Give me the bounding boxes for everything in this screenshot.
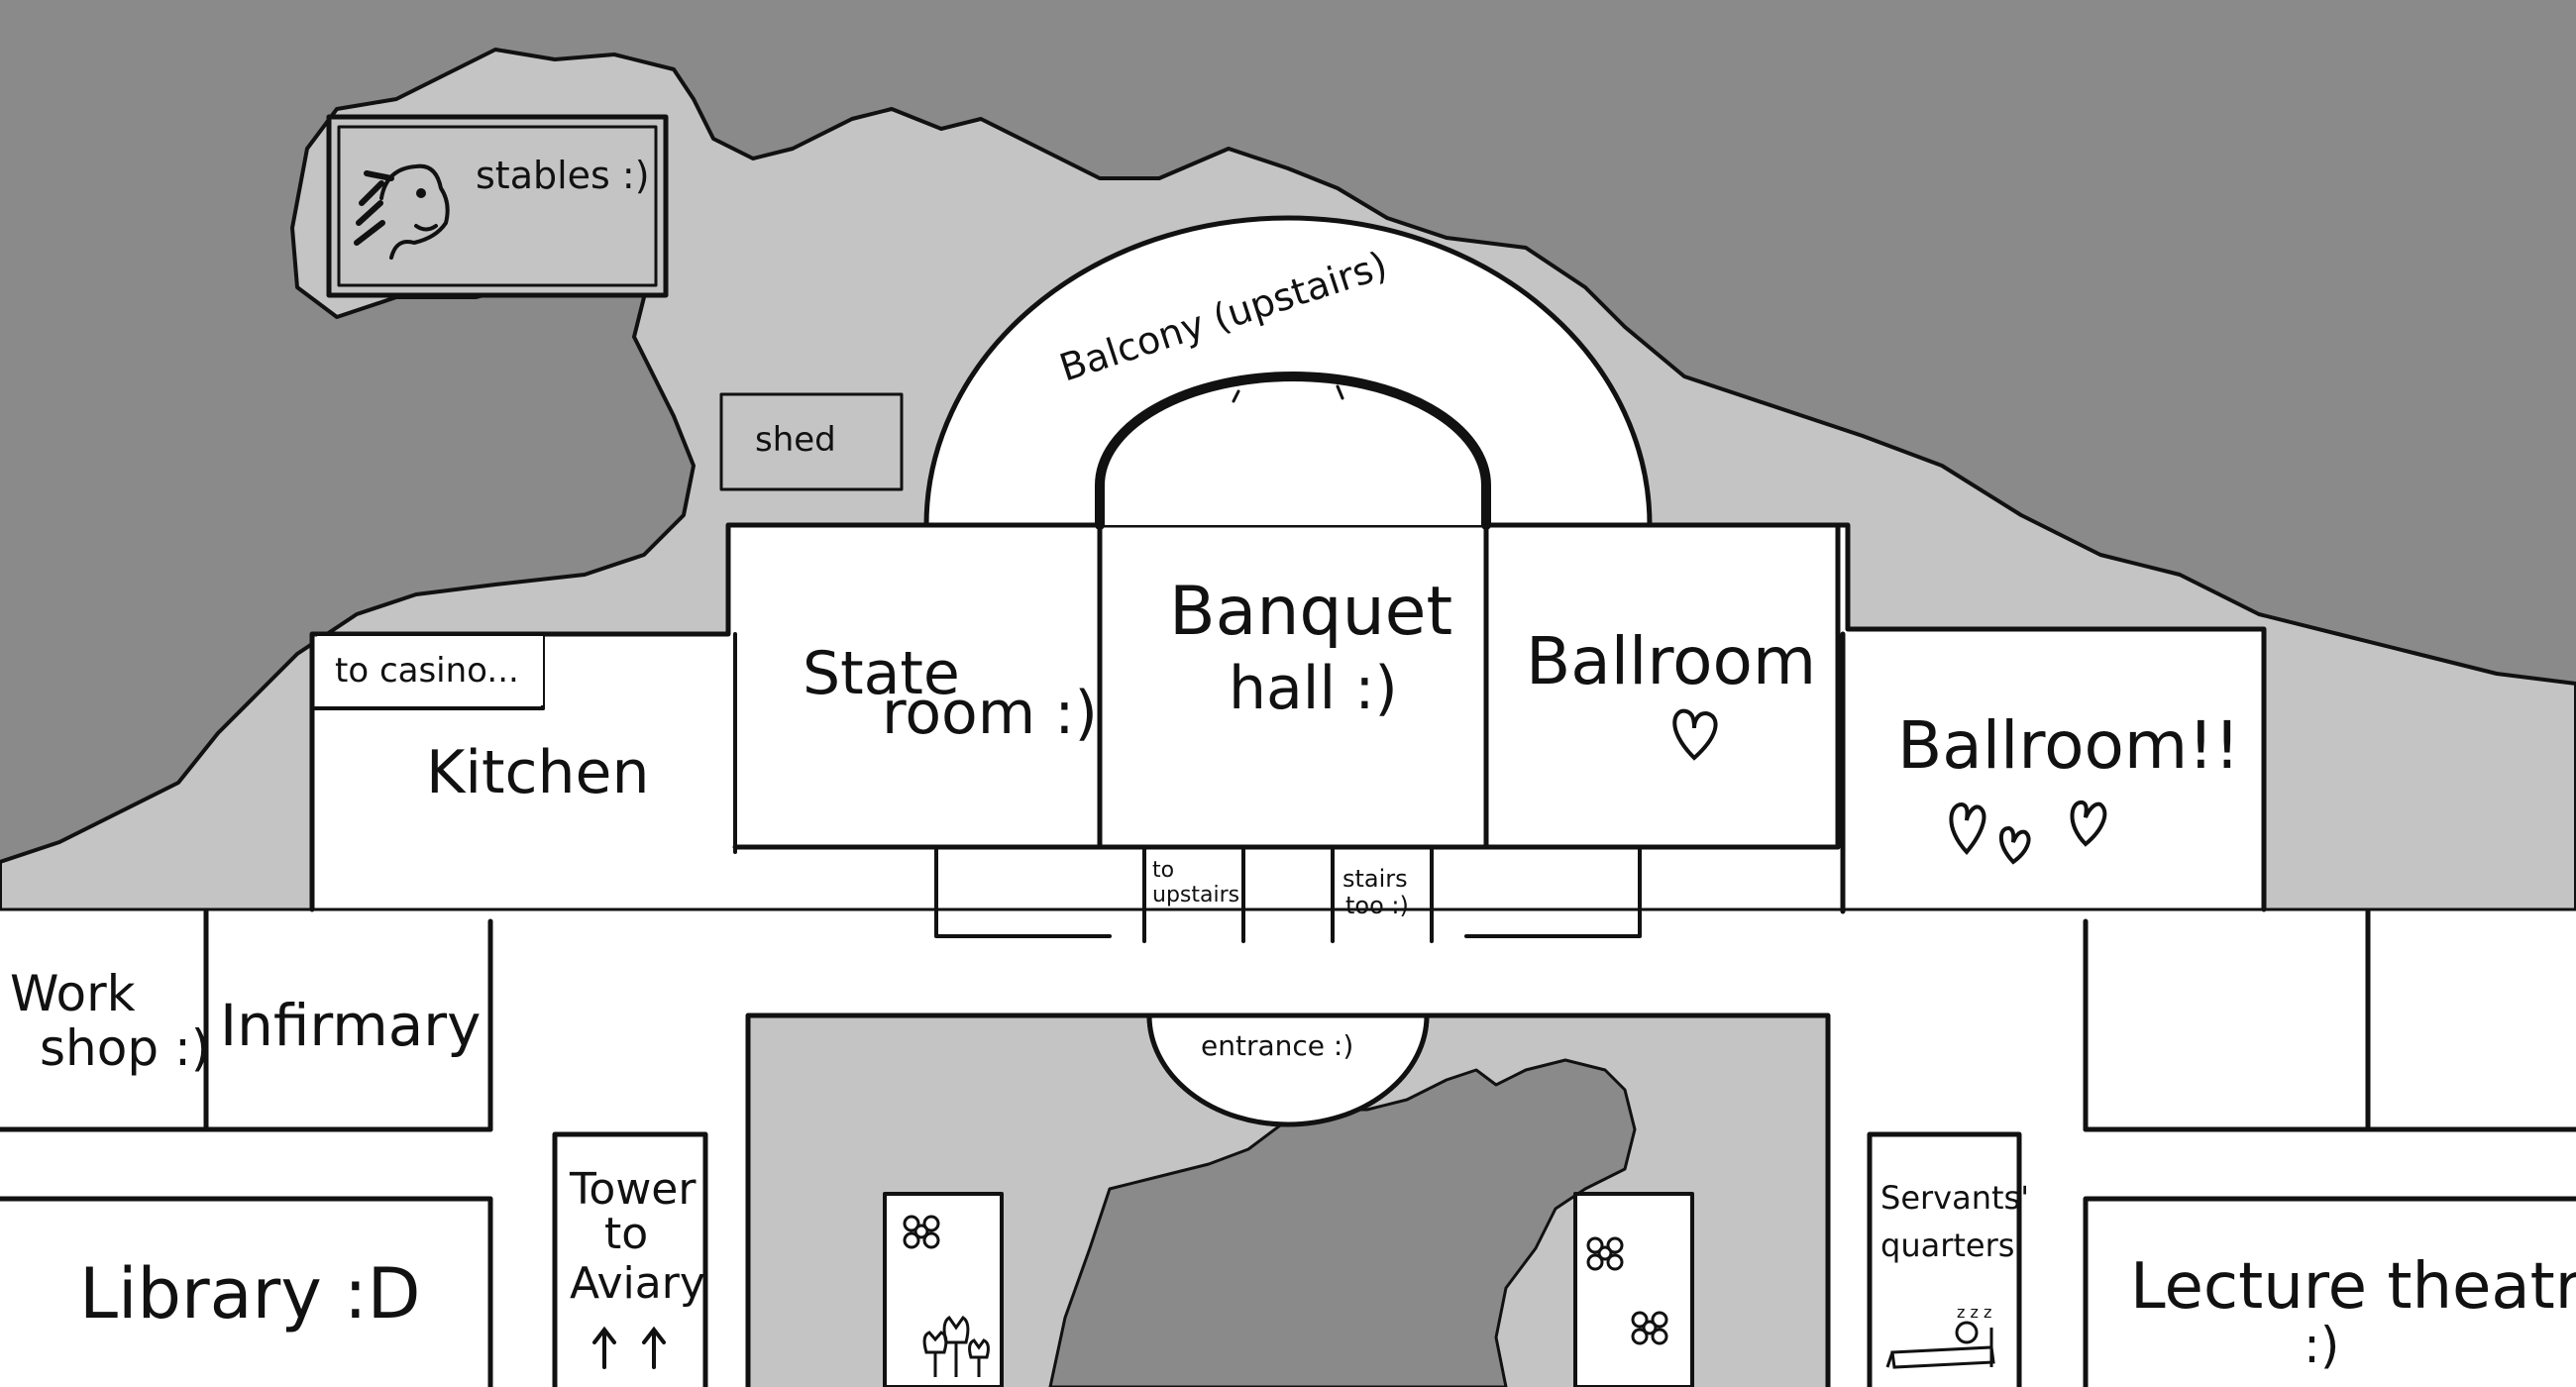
entrance-label: entrance :) (1201, 1029, 1353, 1062)
to-casino-box (317, 636, 543, 705)
tower-label-1: Tower (569, 1164, 697, 1215)
state-room-label-1: State (803, 639, 960, 708)
tower-label-3: Aviary (570, 1258, 705, 1309)
tower-label-2: to (604, 1209, 648, 1259)
entrance-arch (1146, 1013, 1430, 1127)
balcony-inner-arch (1095, 372, 1491, 530)
to-upstairs-label-2: upstairs (1152, 883, 1239, 907)
stables-label: stables :) (476, 154, 650, 197)
zzz-label: z z z (1957, 1303, 1991, 1322)
horse-head-icon (354, 163, 450, 260)
flower-icon (903, 1215, 1668, 1345)
flower-bed-right (1573, 1192, 1694, 1387)
banquet-hall-label-2: hall :) (1229, 654, 1398, 723)
shed-label: shed (755, 420, 836, 460)
ballroom-2-label: Ballroom!! (1897, 707, 2240, 784)
banquet-hall-label-1: Banquet (1169, 573, 1452, 651)
tulip-icon (922, 1315, 990, 1377)
servants-label-2: quarters (1880, 1227, 2014, 1264)
main-building-white (0, 525, 2576, 1387)
sleeping-figure-icon (1885, 1321, 1995, 1369)
ballroom-label: Ballroom (1526, 623, 1816, 699)
to-upstairs-label-1: to (1152, 858, 1174, 883)
library-label: Library :D (79, 1253, 421, 1334)
infirmary-label: Infirmary (220, 992, 481, 1059)
servants-label-1: Servants' (1880, 1179, 2029, 1217)
workshop-label-1: Work (10, 965, 136, 1022)
arrow-up-icon (592, 1326, 666, 1369)
stables-inner (337, 125, 658, 287)
lecture-theatre-label-1: Lecture theatre (2130, 1250, 2576, 1324)
kitchen-label: Kitchen (426, 738, 650, 807)
lecture-theatre-label-2: :) (2304, 1317, 2339, 1374)
stairs-too-label-1: stairs (1342, 865, 1408, 893)
workshop-label-2: shop :) (40, 1019, 210, 1077)
shed-box (719, 392, 904, 491)
state-room-label-2: room :) (882, 679, 1098, 748)
to-casino-label: to casino... (335, 651, 519, 691)
heart-icon (1672, 708, 2107, 865)
stairs-too-label-2: too :) (1345, 892, 1409, 919)
courtyard-dark-ground (1048, 1058, 1637, 1387)
